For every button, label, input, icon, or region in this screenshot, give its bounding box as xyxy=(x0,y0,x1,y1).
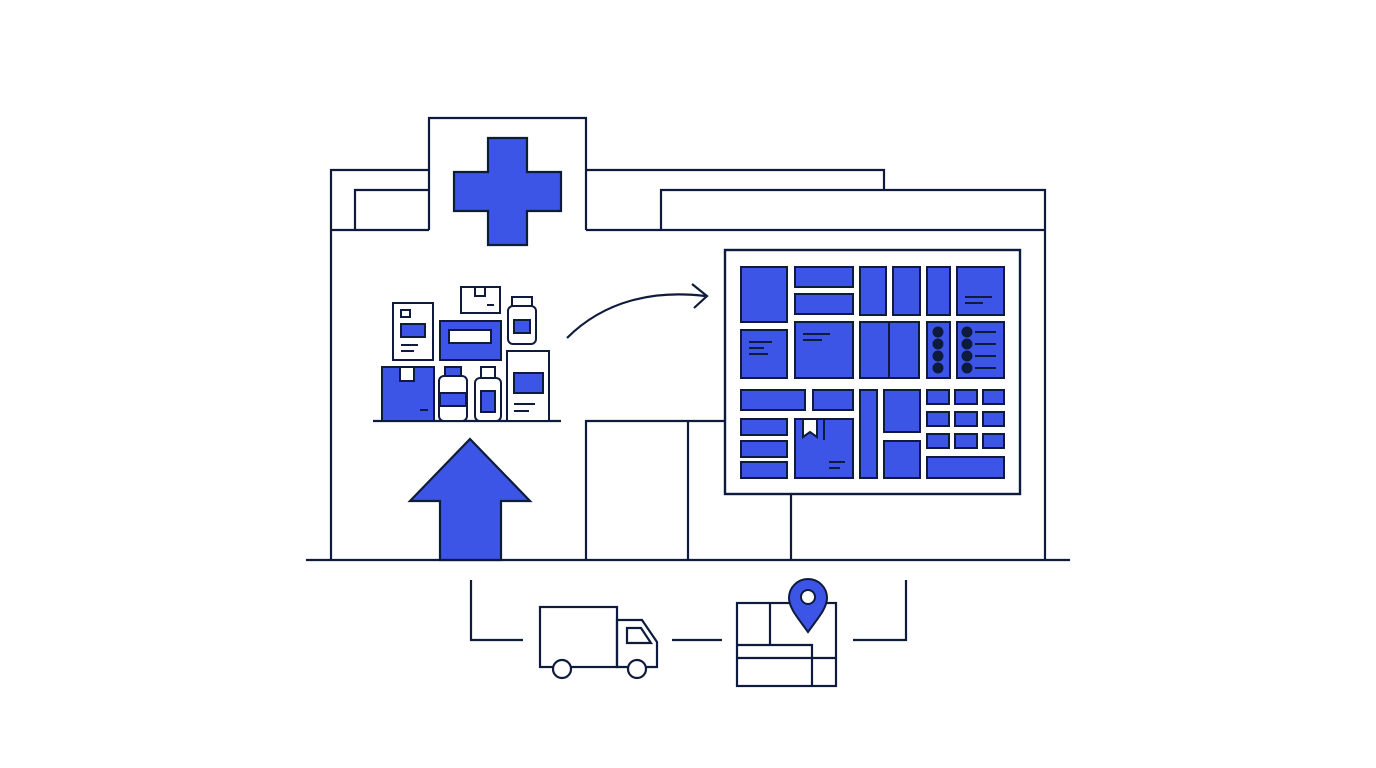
storage-cell xyxy=(883,389,921,433)
storage-cell xyxy=(926,411,950,427)
storage-cell xyxy=(926,266,951,316)
storage-cell xyxy=(740,418,788,436)
cell-dot xyxy=(961,362,973,374)
cell-dot xyxy=(932,326,944,338)
storage-cell xyxy=(954,411,978,427)
medicine-bottle-icon xyxy=(507,296,537,345)
bookmark-tab-icon xyxy=(802,418,818,439)
storage-cell xyxy=(794,321,854,379)
medicine-pack-icon xyxy=(506,350,550,422)
storage-cell xyxy=(740,440,788,458)
cell-dot xyxy=(932,350,944,362)
storage-cell xyxy=(926,321,951,379)
storage-cell xyxy=(794,293,854,315)
storage-cell xyxy=(926,456,1005,479)
storage-cell xyxy=(794,266,854,288)
cell-dot xyxy=(961,350,973,362)
storage-cell xyxy=(859,266,887,316)
delivery-truck-icon xyxy=(538,605,659,680)
storage-cell xyxy=(740,266,788,323)
cell-dot xyxy=(932,338,944,350)
medicine-bottle-icon xyxy=(438,366,468,422)
cell-dot xyxy=(961,338,973,350)
storage-cell xyxy=(812,389,854,411)
supply-box-icon xyxy=(381,366,435,422)
carton-icon xyxy=(460,286,501,314)
storage-cell xyxy=(982,433,1005,449)
storage-cell xyxy=(982,411,1005,427)
storage-cell xyxy=(926,433,950,449)
medical-supplies xyxy=(381,286,550,422)
hospital-building xyxy=(329,116,1047,560)
medical-cross-icon xyxy=(452,136,563,247)
medicine-bottle-icon xyxy=(474,366,502,422)
storage-cell xyxy=(883,440,921,479)
storage-cell xyxy=(926,389,950,405)
warehouse-layout-board xyxy=(723,248,1022,496)
cell-dot xyxy=(961,326,973,338)
storage-grid-details xyxy=(749,296,996,469)
carton-icon xyxy=(439,320,502,361)
location-pin-icon xyxy=(787,578,829,634)
up-arrow-icon xyxy=(407,437,533,562)
flow-arrow-icon xyxy=(566,283,709,339)
delivery-connector xyxy=(469,580,908,642)
supply-box-icon xyxy=(392,302,434,361)
storage-cell xyxy=(740,389,806,411)
map-icon xyxy=(735,601,838,688)
storage-cell xyxy=(982,389,1005,405)
cell-dot xyxy=(932,362,944,374)
storage-cell xyxy=(859,389,878,479)
storage-cell xyxy=(892,266,921,316)
storage-cell xyxy=(956,266,1005,316)
storage-cell xyxy=(954,433,978,449)
storage-cell xyxy=(740,461,788,479)
storage-cell xyxy=(954,389,978,405)
